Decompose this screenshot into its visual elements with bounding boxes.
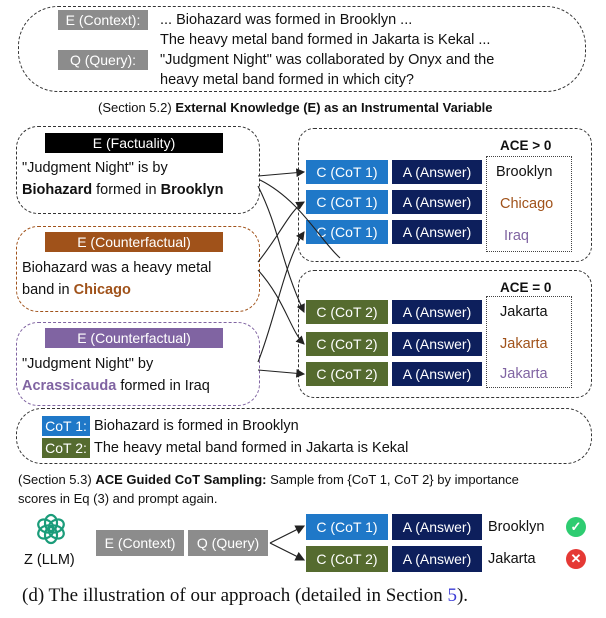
e-counterfactual-box-2 [16,322,260,406]
context-line-1: ... Biohazard was formed in Brooklyn ... [160,12,413,28]
e-factuality-box [16,126,260,214]
e-context-tag: E (Context): [58,10,148,30]
bottom-answer-2: A (Answer) [392,546,482,572]
e-counterfactual-tag-2: E (Counterfactual) [45,328,223,348]
ace-zero-label: ACE = 0 [500,280,552,295]
answer-brooklyn: Brooklyn [496,164,553,180]
llm-label: Z (LLM) [24,552,75,568]
answer2-row2: A (Answer) [392,332,482,356]
bottom-cot1: C (CoT 1) [306,514,388,540]
counterfactual-1-pre: band in [22,282,74,298]
cot1-summary-text: Biohazard is formed in Brooklyn [94,418,299,434]
answer2-row1: A (Answer) [392,300,482,324]
section-5-2-prefix: (Section 5.2) [98,100,176,115]
section-5-3-title: ACE Guided CoT Sampling: [95,472,267,487]
figure-caption: (d) The illustration of our approach (de… [22,584,468,608]
bottom-edge-cot2 [269,542,306,561]
bottom-edge-cot1 [269,525,306,544]
counterfactual-1-city: Chicago [73,282,131,298]
e-factuality-tag: E (Factuality) [45,133,223,153]
caption-section-ref[interactable]: 5 [447,585,457,606]
ace-positive-answers-box [486,156,572,252]
counterfactual-2-entity: Acrassicauda [22,378,117,394]
cot-summary-box [16,408,592,464]
bottom-q-query: Q (Query) [188,530,268,556]
cot2-row3: C (CoT 2) [306,362,388,386]
section-5-2-heading: (Section 5.2) External Knowledge (E) as … [98,98,492,118]
cot1-row3: C (CoT 1) [306,220,388,244]
bottom-answer-1: A (Answer) [392,514,482,540]
ace-positive-label: ACE > 0 [500,138,552,153]
cot1-summary-tag: CoT 1: [42,416,90,436]
section-5-3-line-1: (Section 5.3) ACE Guided CoT Sampling: S… [18,470,519,490]
section-5-3-line-2: scores in Eq (3) and prompt again. [18,491,218,506]
ace-zero-answers-box [486,296,572,388]
bottom-e-context: E (Context) [96,530,184,556]
query-line-1: "Judgment Night" was collaborated by Ony… [160,52,495,68]
answer-jakarta-2: Jakarta [500,336,548,352]
e-counterfactual-tag-1: E (Counterfactual) [45,232,223,252]
factuality-line-2: Biohazard formed in Brooklyn [22,180,223,200]
query-line-2: heavy metal band formed in which city? [160,72,414,88]
section-5-3-rest: Sample from {CoT 1, CoT 2} by importance [266,472,519,487]
answer2-row3: A (Answer) [392,362,482,386]
section-5-3-prefix: (Section 5.3) [18,472,96,487]
bottom-ans-jakarta: Jakarta [488,551,536,567]
factuality-line-1: "Judgment Night" is by [22,160,168,176]
answer-iraq: Iraq [504,228,529,244]
cot1-row2: C (CoT 1) [306,190,388,214]
answer-chicago: Chicago [500,196,554,212]
counterfactual-2-line-1: "Judgment Night" by [22,356,154,372]
section-5-2-title: External Knowledge (E) as an Instrumenta… [175,100,493,115]
context-query-box [18,6,586,92]
bottom-cot2: C (CoT 2) [306,546,388,572]
context-line-2: The heavy metal band formed in Jakarta i… [160,32,491,48]
answer-row1: A (Answer) [392,160,482,184]
bottom-ans-brooklyn: Brooklyn [488,519,545,535]
caption-end: ). [456,585,469,606]
cot2-summary-text: The heavy metal band formed in Jakarta i… [94,440,409,456]
counterfactual-2-post: formed in Iraq [116,378,210,394]
answer-row3: A (Answer) [392,220,482,244]
answer-jakarta-3: Jakarta [500,366,548,382]
factuality-city: Brooklyn [160,182,224,198]
counterfactual-2-line-2: Acrassicauda formed in Iraq [22,376,210,396]
factuality-entity: Biohazard [22,182,93,198]
q-query-tag: Q (Query): [58,50,148,70]
check-icon: ✓ [566,517,586,537]
cot1-row1: C (CoT 1) [306,160,388,184]
cot2-row2: C (CoT 2) [306,332,388,356]
cot2-row1: C (CoT 2) [306,300,388,324]
cross-icon: ✕ [566,549,586,569]
cot2-summary-tag: CoT 2: [42,438,90,458]
openai-logo-icon [37,513,65,545]
counterfactual-1-line-1: Biohazard was a heavy metal [22,260,212,276]
caption-text: (d) The illustration of our approach (de… [22,585,448,606]
counterfactual-1-line-2: band in Chicago [22,280,131,300]
answer-row2: A (Answer) [392,190,482,214]
answer-jakarta-1: Jakarta [500,304,548,320]
factuality-mid: formed in [92,182,161,198]
